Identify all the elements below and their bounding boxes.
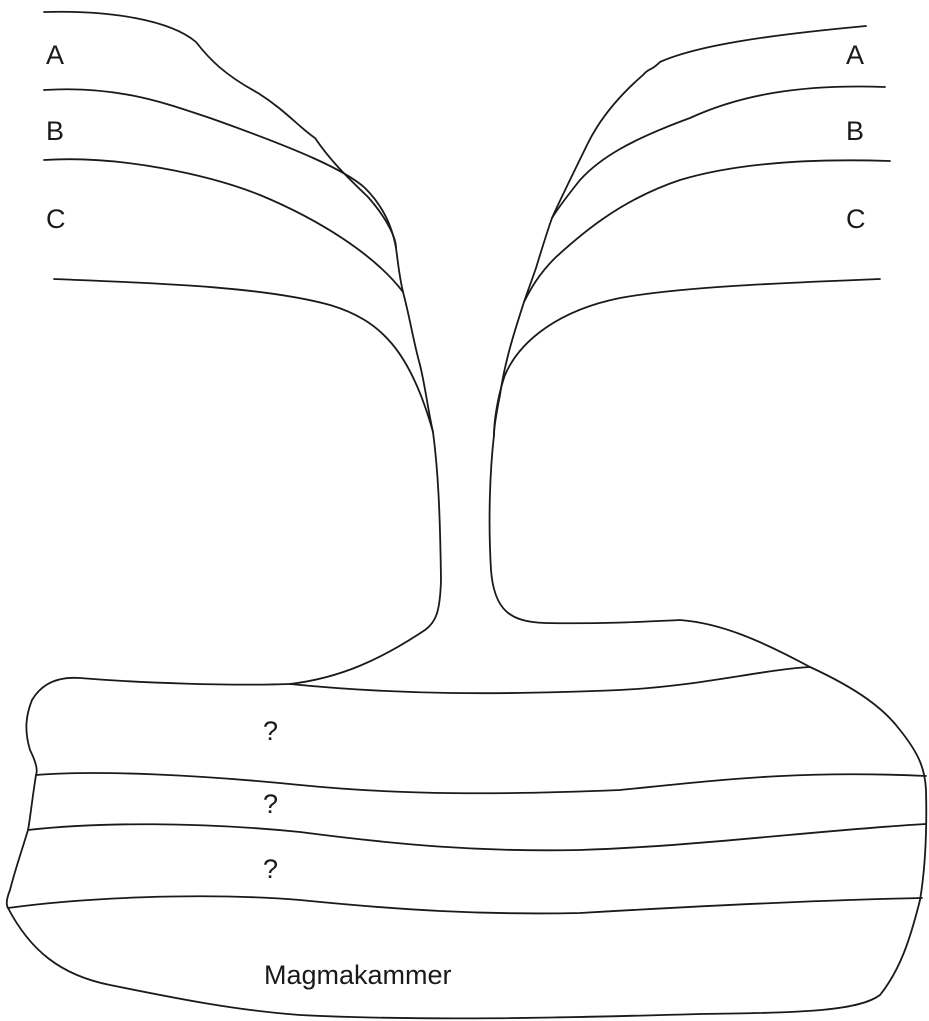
label-layer-b-left: B (46, 116, 64, 146)
layer-boundary-a-b-right (552, 87, 885, 218)
label-unknown-layer-2: ? (263, 789, 278, 819)
label-unknown-layer-3: ? (263, 854, 278, 884)
label-layer-b-right: B (846, 116, 864, 146)
magma-layer-boundary-top (290, 667, 810, 693)
label-layer-c-right: C (846, 204, 866, 234)
layer-boundary-c-base-left (54, 279, 433, 432)
label-magma-chamber: Magmakammer (264, 960, 452, 990)
magma-layer-boundary-2 (28, 824, 926, 850)
label-unknown-layer-1: ? (263, 716, 278, 746)
label-layer-a-left: A (46, 40, 64, 70)
magma-chamber-top-boundary (8, 896, 922, 913)
layer-boundary-c-base-right (494, 279, 880, 435)
left-flank-outline (44, 12, 441, 684)
layer-boundary-a-b-left (44, 89, 396, 248)
label-layer-a-right: A (846, 40, 864, 70)
label-layer-c-left: C (46, 204, 66, 234)
right-flank-outline (490, 26, 927, 1014)
magma-layer-boundary-1 (36, 773, 926, 793)
